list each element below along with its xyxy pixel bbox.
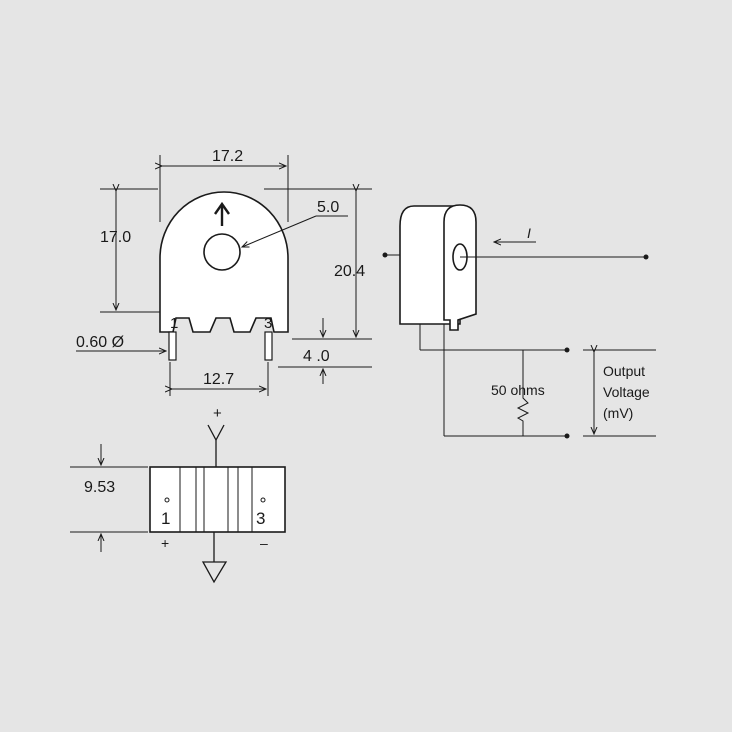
terminal-dot [564, 347, 570, 353]
pin1-marker [164, 497, 170, 503]
direction-arrow-icon [214, 201, 230, 226]
leader-arrow [242, 215, 317, 247]
dim-width-label: 17.2 [212, 148, 243, 165]
dim-pin-dia-label: 0.60 Ø [76, 334, 124, 351]
dim-pin-spacing-label: 12.7 [203, 371, 234, 388]
front-view: 1 3 17.2 17.0 5.0 20.4 4 .0 0.60 Ø 1 [76, 148, 372, 396]
top-plus-label: + [213, 405, 222, 422]
side-pin3-label: 3 [256, 509, 265, 528]
side-pin1-label: 1 [161, 509, 170, 528]
dim-hole-label: 5.0 [317, 199, 339, 216]
dim-height-total-label: 20.4 [334, 263, 365, 280]
ground-triangle-icon [201, 561, 228, 584]
resistor-icon [516, 350, 530, 436]
terminal-dot [564, 433, 570, 439]
front-pin3-label: 3 [264, 315, 272, 332]
bottom-minus-label: – [260, 535, 268, 551]
pin-3 [264, 331, 273, 361]
output-label-line1: Output [603, 363, 645, 379]
resistor-label: 50 ohms [491, 382, 545, 398]
center-hole [203, 233, 241, 271]
current-label: I [527, 225, 531, 241]
side-view: 1 3 + + – 9.53 [70, 405, 286, 584]
dim-pin-length-label: 4 .0 [303, 348, 330, 365]
output-label-line2: Voltage [603, 384, 650, 400]
pin-1 [168, 331, 177, 361]
y-connector-icon [207, 424, 225, 442]
dim-thickness-label: 9.53 [84, 479, 115, 496]
output-label-line3: (mV) [603, 405, 633, 421]
bottom-plus-label: + [161, 535, 169, 551]
circuit-view: I 50 ohms Output Voltage (mV) [382, 204, 656, 439]
dim-height-body-label: 17.0 [100, 229, 131, 246]
front-pin1-label: 1 [170, 315, 178, 332]
pin3-marker [260, 497, 266, 503]
side-body [149, 466, 286, 533]
terminal-dot [643, 254, 649, 260]
